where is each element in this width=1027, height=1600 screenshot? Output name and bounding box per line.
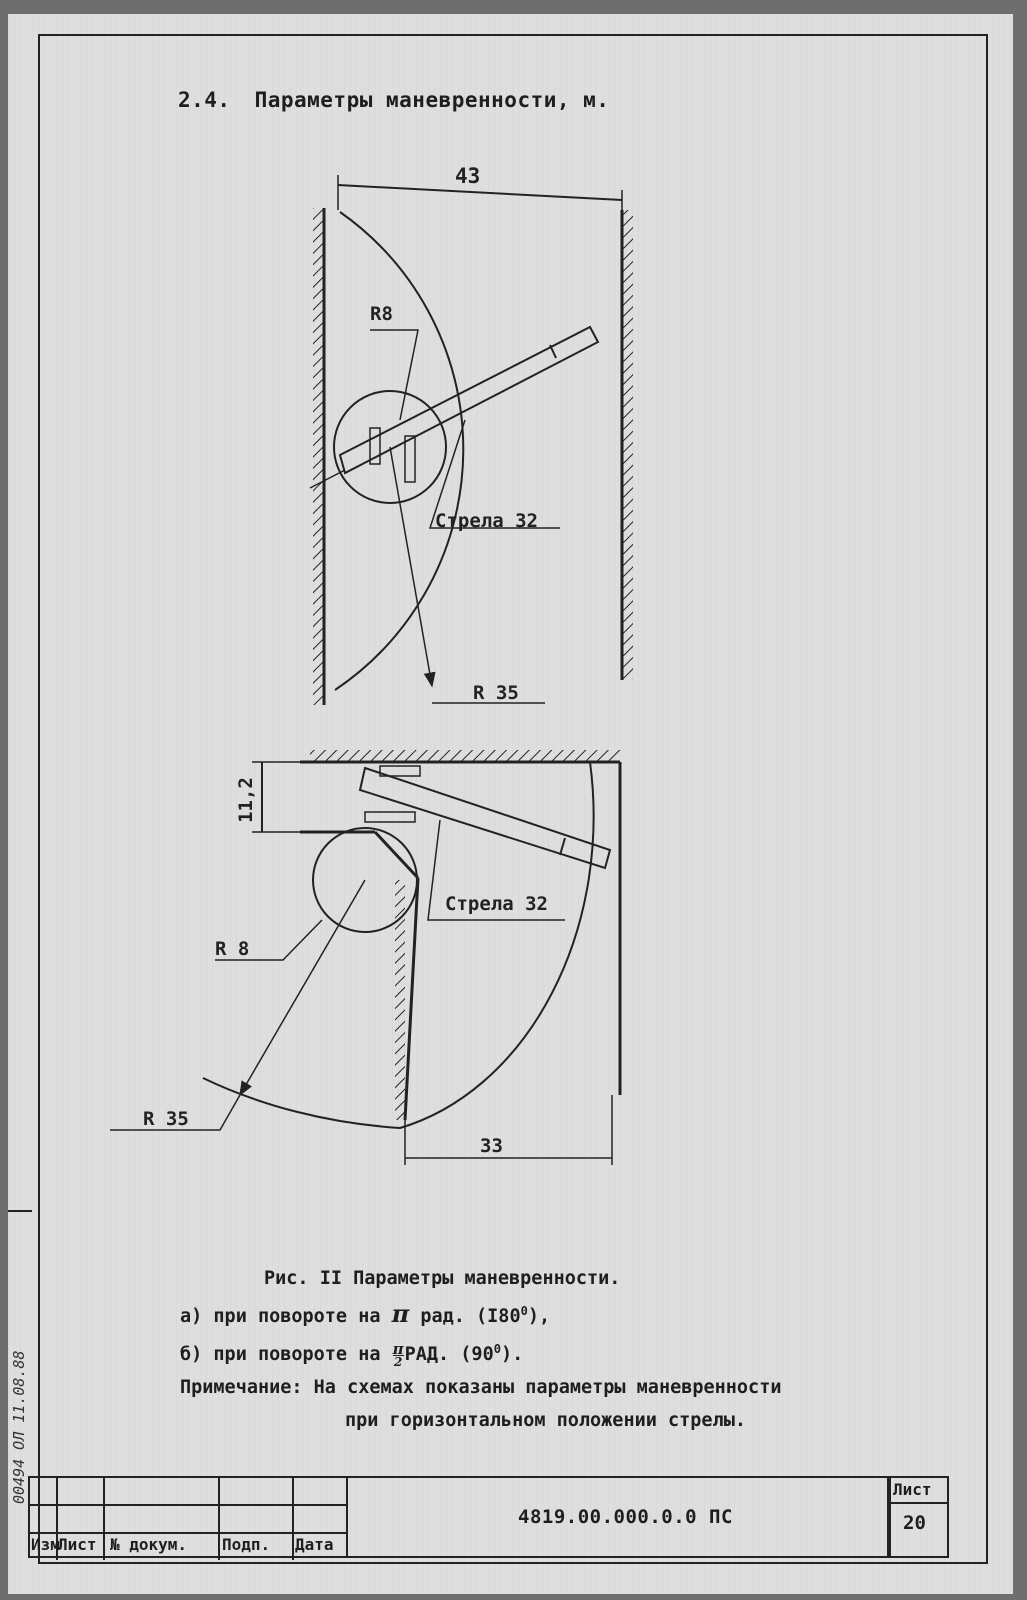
side-stamp-text: 00494 ОЛ 11.08.88 xyxy=(10,1350,28,1504)
col-label-list: Лист xyxy=(58,1535,97,1554)
sheet-cell-separator xyxy=(891,1502,947,1504)
figure-a-left-wall-hatch xyxy=(313,208,324,705)
figure-b-small-radius-label: R 8 xyxy=(215,938,249,960)
figure-a-turn-arc xyxy=(334,211,465,691)
figure-a-chassis-circle xyxy=(333,390,447,504)
figure-a-right-wall-hatch xyxy=(622,210,633,680)
figure-b-inner-wall-bevel xyxy=(373,830,420,880)
sheet-number: 20 xyxy=(903,1512,926,1534)
section-heading: 2.4. Параметры маневренности, м. xyxy=(178,88,609,112)
title-block-revision-grid: Изм Лист № докум. Подп. Дата xyxy=(28,1476,348,1560)
grid-col-line-3 xyxy=(218,1478,220,1560)
sheet-number-cell: Лист 20 xyxy=(889,1476,949,1558)
figure-b-offset-value: 11,2 xyxy=(235,777,257,823)
fraction-numerator: π xyxy=(392,1339,404,1358)
figure-b-boom-bar-bottom xyxy=(364,811,416,823)
note-label: Примечание: xyxy=(180,1377,303,1399)
degree-mark-b: 0 xyxy=(493,1342,501,1357)
figure-a-width-dim-line xyxy=(337,184,623,201)
note-text: На схемах показаны параметры маневреннос… xyxy=(313,1377,782,1399)
figure-b-r35-radius xyxy=(239,879,366,1097)
figure-b-boom-bar-top xyxy=(379,765,421,777)
figure-b-chassis-circle xyxy=(312,827,418,933)
caption-line-b-end: ). xyxy=(500,1344,524,1366)
figure-caption: Рис. II Параметры маневренности. а) при … xyxy=(180,1262,781,1437)
col-label-doc: № докум. xyxy=(110,1535,188,1554)
caption-line-a-end: ), xyxy=(527,1306,551,1328)
figure-b-boom xyxy=(358,766,612,870)
caption-line-b-prefix: б) при повороте на xyxy=(180,1344,381,1366)
pi-symbol: π xyxy=(391,1299,410,1329)
figure-a-cab-mark-left xyxy=(369,427,381,465)
grid-row-line-1 xyxy=(30,1504,348,1506)
grid-col-line-1 xyxy=(56,1478,58,1560)
figure-b-r35-shelf xyxy=(110,1094,241,1131)
figure-b-width-value: 33 xyxy=(480,1135,503,1157)
figure-a-width-value: 43 xyxy=(455,164,480,188)
title-block: Изм Лист № докум. Подп. Дата 4819.00.000… xyxy=(28,1476,978,1560)
sheet-label: Лист xyxy=(893,1480,932,1499)
figure-b-inner-wall-vertical xyxy=(403,877,420,1121)
figure-a-small-radius-label: R8 xyxy=(370,303,393,325)
figure-a-r35-radius xyxy=(389,446,436,688)
figure-a-boom-label: Стрела 32 xyxy=(435,510,538,532)
figure-b-boom-label: Стрела 32 xyxy=(445,893,548,915)
figure-b-boom-leader xyxy=(427,819,565,921)
figure-b-top-wall-hatch xyxy=(310,750,620,762)
section-number: 2.4. xyxy=(178,88,231,112)
figure-a xyxy=(309,175,633,705)
grid-col-line-4 xyxy=(292,1478,294,1560)
col-label-izm: Изм xyxy=(31,1535,60,1554)
caption-line-a: а) при повороте на π рад. (I800), xyxy=(180,1295,781,1333)
figure-b-boom-joint xyxy=(559,837,566,856)
side-stamp-strip: 00494 ОЛ 11.08.88 xyxy=(8,1210,32,1512)
caption-line-a-suffix: рад. (I80 xyxy=(420,1306,521,1328)
degree-mark-a: 0 xyxy=(520,1304,528,1318)
caption-line-b-suffix: РАД. (90 xyxy=(404,1344,494,1366)
grid-row-line-2 xyxy=(30,1532,348,1534)
figure-b-inner-wall-hatch xyxy=(395,880,405,1120)
document-sheet xyxy=(8,14,1013,1594)
figure-a-boom-tail xyxy=(309,469,346,489)
document-code: 4819.00.000.0.0 ПС xyxy=(518,1506,733,1528)
figure-b-large-radius-label: R 35 xyxy=(143,1108,189,1130)
figure-b xyxy=(110,750,622,1165)
figure-a-boom xyxy=(338,325,600,475)
col-label-date: Дата xyxy=(295,1535,334,1554)
figure-a-cab-mark-right xyxy=(404,435,416,483)
grid-col-line-2 xyxy=(103,1478,105,1560)
figure-a-boom-joint xyxy=(549,344,557,359)
drawing-frame xyxy=(38,34,988,1564)
fraction-denominator: 2 xyxy=(392,1354,404,1369)
figure-a-boom-leader xyxy=(428,419,560,529)
figure-b-r8-leader xyxy=(215,919,323,961)
caption-note: Примечание: На схемах показаны параметры… xyxy=(180,1371,781,1404)
figure-b-turn-arc xyxy=(202,761,595,1130)
caption-note-continued: при горизонтальном положении стрелы. xyxy=(345,1410,746,1432)
col-label-sign: Подп. xyxy=(222,1535,271,1554)
caption-title: Рис. II Параметры маневренности. xyxy=(264,1268,621,1289)
figure-a-r8-leader xyxy=(370,329,419,421)
caption-line-a-prefix: а) при повороте на xyxy=(180,1306,381,1328)
figure-a-large-radius-label: R 35 xyxy=(473,682,519,704)
section-title: Параметры маневренности, м. xyxy=(254,88,610,112)
title-block-main: 4819.00.000.0.0 ПС xyxy=(346,1476,889,1558)
